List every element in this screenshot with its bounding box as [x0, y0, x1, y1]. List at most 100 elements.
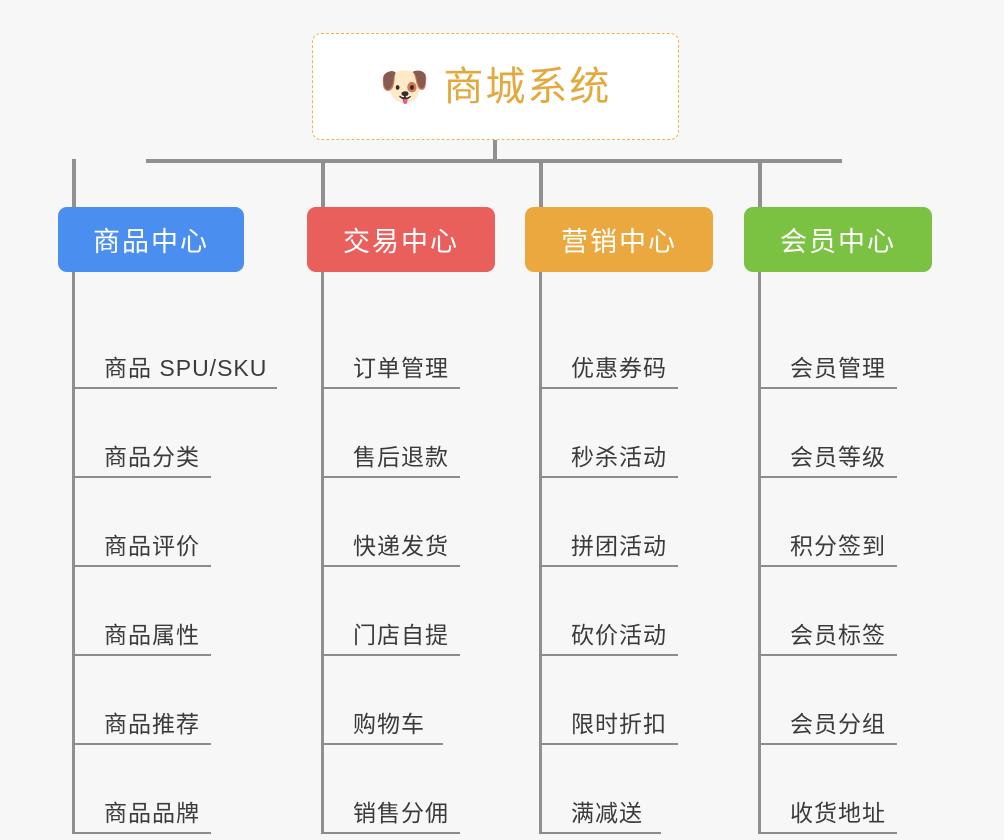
- leaf-item-label: 商品品牌: [104, 800, 200, 826]
- category-header-product-center[interactable]: 商品中心: [58, 207, 244, 272]
- connector-drop-member-center: [758, 159, 762, 208]
- leaf-item-label: 商品 SPU/SKU: [104, 355, 268, 381]
- connector-horizontal-bus: [146, 159, 842, 163]
- leaf-item-label: 门店自提: [353, 622, 449, 648]
- connector-drop-product-center: [72, 159, 76, 208]
- leaf-item-underline: [539, 565, 678, 567]
- category-header-marketing-center[interactable]: 营销中心: [525, 207, 713, 272]
- leaf-item[interactable]: 会员标签: [744, 567, 932, 656]
- leaf-item-label: 购物车: [353, 711, 425, 737]
- leaf-item-underline: [758, 476, 897, 478]
- leaf-item-label: 商品评价: [104, 533, 200, 559]
- leaf-item-label: 会员标签: [790, 622, 886, 648]
- leaf-item[interactable]: 商品 SPU/SKU: [58, 300, 277, 389]
- leaf-item[interactable]: 限时折扣: [525, 656, 713, 745]
- category-header-label: 营销中心: [561, 227, 677, 257]
- category-header-label: 交易中心: [343, 227, 459, 257]
- leaf-item-label: 会员管理: [790, 355, 886, 381]
- leaf-item-label: 满减送: [571, 800, 643, 826]
- category-header-label: 会员中心: [780, 227, 896, 257]
- leaf-item[interactable]: 商品属性: [58, 567, 244, 656]
- leaf-item[interactable]: 积分签到: [744, 478, 932, 567]
- leaf-item-underline: [539, 654, 678, 656]
- leaf-item-label: 积分签到: [790, 533, 886, 559]
- leaf-item[interactable]: 商品评价: [58, 478, 244, 567]
- column-trade-center: 交易中心订单管理售后退款快递发货门店自提购物车销售分佣: [307, 207, 495, 834]
- category-header-member-center[interactable]: 会员中心: [744, 207, 932, 272]
- leaf-item[interactable]: 商品分类: [58, 389, 244, 478]
- leaf-item[interactable]: 商品品牌: [58, 745, 244, 834]
- leaf-item[interactable]: 快递发货: [307, 478, 495, 567]
- leaf-item[interactable]: 销售分佣: [307, 745, 495, 834]
- leaf-item-label: 秒杀活动: [571, 444, 667, 470]
- leaf-item-underline: [321, 654, 460, 656]
- leaf-list-member-center: 会员管理会员等级积分签到会员标签会员分组收货地址: [744, 272, 932, 834]
- leaf-item[interactable]: 会员管理: [744, 300, 932, 389]
- leaf-list-marketing-center: 优惠券码秒杀活动拼团活动砍价活动限时折扣满减送: [525, 272, 713, 834]
- connector-root-stem: [493, 140, 497, 161]
- leaf-item[interactable]: 优惠券码: [525, 300, 713, 389]
- leaf-item-label: 销售分佣: [353, 800, 449, 826]
- leaf-item[interactable]: 秒杀活动: [525, 389, 713, 478]
- connector-spine-marketing-center: [539, 272, 542, 834]
- leaf-item[interactable]: 砍价活动: [525, 567, 713, 656]
- leaf-item-underline: [72, 565, 211, 567]
- column-product-center: 商品中心商品 SPU/SKU 商品分类商品评价商品属性商品推荐商品品牌: [58, 207, 277, 834]
- leaf-item-label: 快递发货: [353, 533, 449, 559]
- leaf-item-label: 商品分类: [104, 444, 200, 470]
- root-title: 商城系统: [443, 64, 612, 109]
- leaf-item-underline: [758, 743, 897, 745]
- leaf-item-label: 会员分组: [790, 711, 886, 737]
- leaf-item[interactable]: 商品推荐: [58, 656, 244, 745]
- leaf-item-underline: [758, 832, 897, 834]
- leaf-item-underline: [72, 476, 211, 478]
- leaf-item-underline: [321, 387, 460, 389]
- connector-drop-trade-center: [321, 159, 325, 208]
- leaf-item-underline: [321, 476, 460, 478]
- leaf-item[interactable]: 会员分组: [744, 656, 932, 745]
- leaf-item-underline: [539, 743, 678, 745]
- leaf-item[interactable]: 满减送: [525, 745, 713, 834]
- leaf-list-product-center: 商品 SPU/SKU 商品分类商品评价商品属性商品推荐商品品牌: [58, 272, 277, 834]
- leaf-item-label: 拼团活动: [571, 533, 667, 559]
- leaf-item-label: 订单管理: [353, 355, 449, 381]
- connector-spine-product-center: [72, 272, 75, 834]
- leaf-item-underline: [758, 565, 897, 567]
- leaf-list-trade-center: 订单管理售后退款快递发货门店自提购物车销售分佣: [307, 272, 495, 834]
- leaf-item[interactable]: 会员等级: [744, 389, 932, 478]
- leaf-item-label: 砍价活动: [571, 622, 667, 648]
- leaf-item-underline: [72, 743, 211, 745]
- column-member-center: 会员中心会员管理会员等级积分签到会员标签会员分组收货地址: [744, 207, 932, 834]
- leaf-item-underline: [758, 387, 897, 389]
- leaf-item[interactable]: 门店自提: [307, 567, 495, 656]
- connector-drop-marketing-center: [539, 159, 543, 208]
- leaf-item[interactable]: 售后退款: [307, 389, 495, 478]
- shiba-dog-face-icon: 🐶: [379, 64, 430, 109]
- leaf-item-underline: [321, 832, 460, 834]
- leaf-item[interactable]: 拼团活动: [525, 478, 713, 567]
- leaf-item-underline: [539, 832, 661, 834]
- category-header-trade-center[interactable]: 交易中心: [307, 207, 495, 272]
- leaf-item[interactable]: 订单管理: [307, 300, 495, 389]
- leaf-item-underline: [321, 743, 443, 745]
- leaf-item-label: 会员等级: [790, 444, 886, 470]
- leaf-item-label: 收货地址: [790, 800, 886, 826]
- category-header-label: 商品中心: [93, 227, 209, 257]
- leaf-item-label: 商品推荐: [104, 711, 200, 737]
- leaf-item-underline: [72, 654, 211, 656]
- connector-spine-member-center: [758, 272, 761, 834]
- leaf-item[interactable]: 购物车: [307, 656, 495, 745]
- leaf-item-underline: [539, 476, 678, 478]
- leaf-item-underline: [72, 832, 211, 834]
- leaf-item[interactable]: 收货地址: [744, 745, 932, 834]
- leaf-item-underline: [72, 387, 277, 389]
- leaf-item-label: 商品属性: [104, 622, 200, 648]
- leaf-item-underline: [758, 654, 897, 656]
- root-node[interactable]: 🐶 商城系统: [312, 33, 679, 140]
- leaf-item-label: 售后退款: [353, 444, 449, 470]
- column-marketing-center: 营销中心优惠券码秒杀活动拼团活动砍价活动限时折扣满减送: [525, 207, 713, 834]
- leaf-item-underline: [539, 387, 678, 389]
- leaf-item-label: 优惠券码: [571, 355, 667, 381]
- connector-spine-trade-center: [321, 272, 324, 834]
